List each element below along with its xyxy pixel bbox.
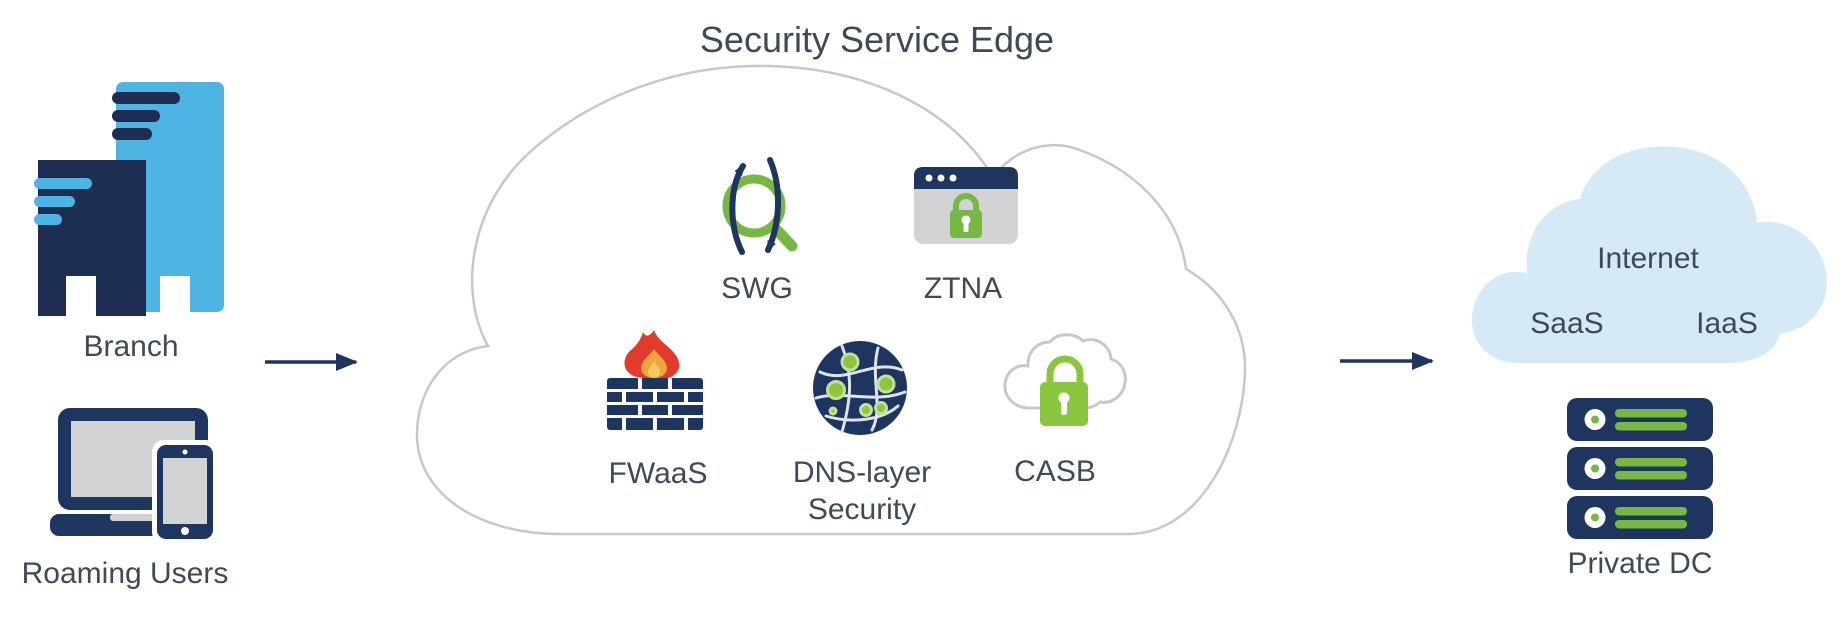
laptop-and-phone-icon [50, 408, 218, 544]
ztna-label: ZTNA [924, 272, 1002, 305]
swg-label: SWG [721, 272, 793, 305]
private-dc-label: Private DC [1567, 547, 1712, 580]
down-arrow [765, 157, 781, 253]
server-unit [1567, 398, 1713, 441]
dns-label-line1: DNS-layer [793, 456, 931, 489]
fwaas-label: FWaaS [609, 457, 708, 490]
office-buildings-icon [34, 82, 224, 316]
building-door [66, 276, 96, 316]
iaas-label: IaaS [1696, 307, 1758, 340]
up-arrow [729, 163, 746, 255]
server-unit [1567, 447, 1713, 490]
roaming-users-label: Roaming Users [22, 557, 229, 590]
cloud-padlock-icon [1003, 333, 1127, 426]
secure-browser-window-icon [914, 167, 1018, 244]
casb-label: CASB [1014, 455, 1096, 488]
server-unit [1567, 496, 1713, 539]
network-globe-icon [813, 341, 907, 435]
firewall-brick-flame-icon [607, 330, 703, 430]
padlock-icon [950, 193, 982, 238]
branch-label: Branch [83, 330, 178, 363]
sse-title: Security Service Edge [700, 19, 1054, 60]
dns-label-line2: Security [808, 493, 916, 526]
phone-screen [163, 458, 207, 524]
padlock-icon [1040, 355, 1088, 426]
magnifier-lens [722, 174, 786, 238]
brick-wall [607, 378, 703, 430]
small-cloud-outline [1003, 333, 1127, 410]
saas-label: SaaS [1530, 307, 1603, 340]
internet-cloud-icon [1471, 146, 1827, 363]
browser-titlebar [914, 167, 1018, 189]
flame-icon [624, 330, 680, 379]
server-stack-icon [1567, 398, 1713, 539]
internet-label: Internet [1597, 242, 1699, 275]
traffic-inspection-magnifier-icon [722, 157, 798, 255]
building-door [160, 276, 190, 312]
